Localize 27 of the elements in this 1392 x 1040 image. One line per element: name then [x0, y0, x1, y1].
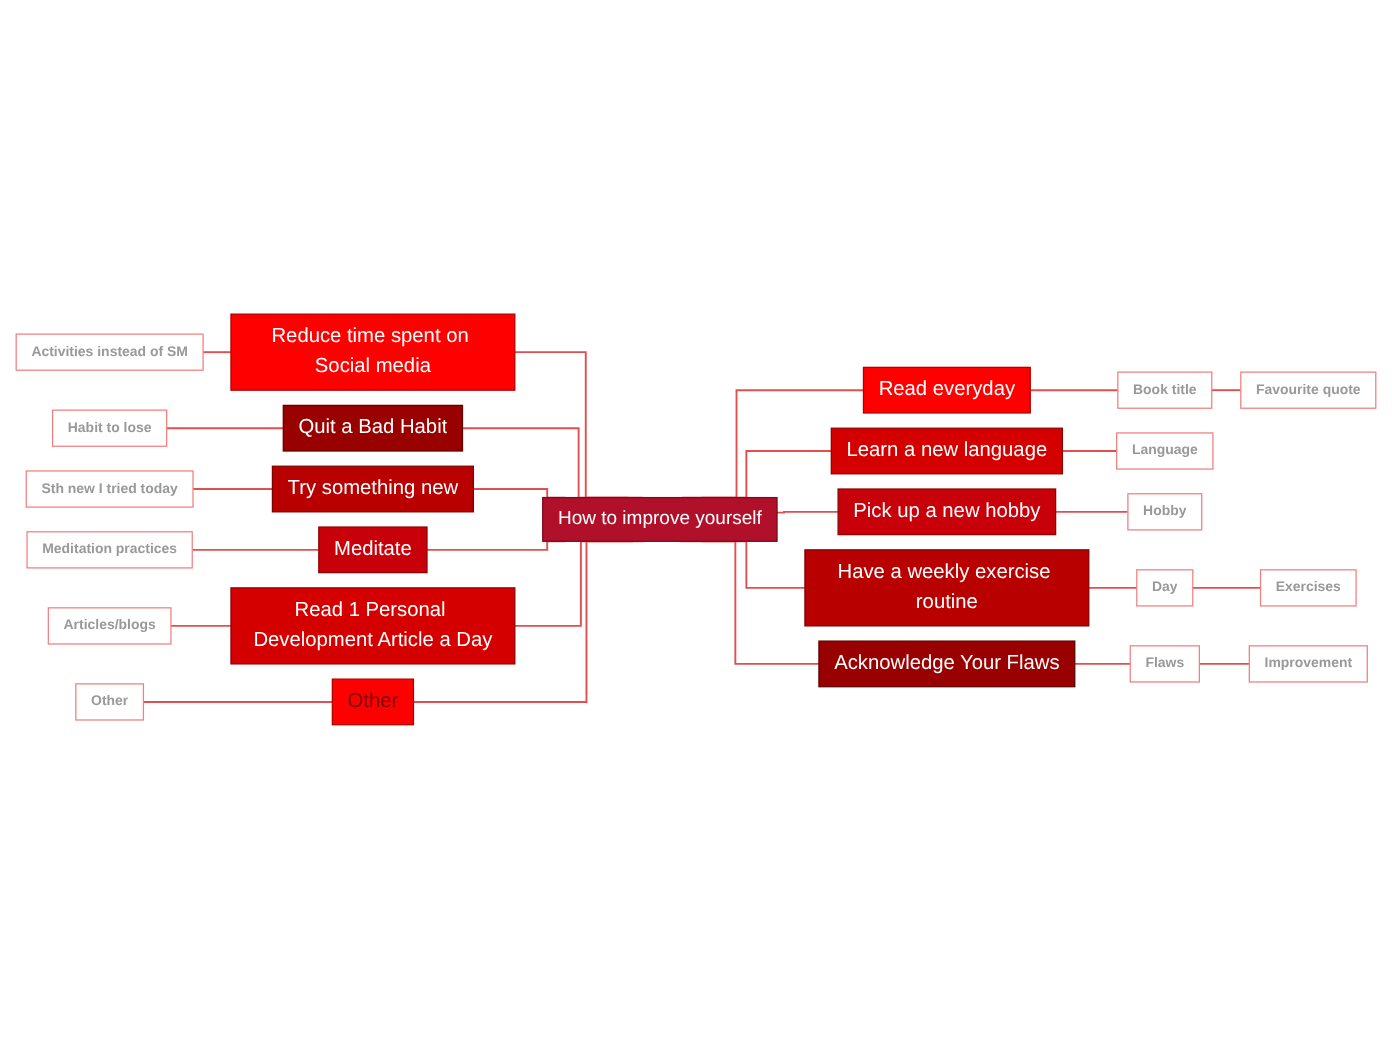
node-box: How to improve yourself: [542, 497, 778, 543]
connector: [1191, 587, 1262, 590]
connector: [202, 351, 232, 354]
connector: [192, 488, 274, 491]
node-box: Quit a Bad Habit: [282, 405, 464, 453]
node-box: Learn a new language: [830, 428, 1064, 475]
connector: [1210, 389, 1242, 392]
connector: [1054, 511, 1129, 514]
node-box: Read everyday: [862, 367, 1031, 415]
node-box: Read 1 Personal Development Article a Day: [230, 587, 516, 666]
node-box: Other: [331, 679, 415, 726]
connector: [170, 625, 232, 628]
connector: [776, 511, 840, 515]
connector: [1073, 663, 1132, 666]
connector: [1087, 587, 1138, 590]
node-box: Meditate: [318, 526, 428, 574]
connector: [1029, 389, 1119, 392]
connector: [1061, 450, 1118, 453]
node-box: Reduce time spent on Social media: [230, 314, 516, 392]
node-box: Have a weekly exercise routine: [804, 549, 1090, 628]
node-box: Try something new: [271, 466, 474, 514]
node-box: Acknowledge Your Flaws: [818, 641, 1076, 688]
connector: [142, 701, 334, 704]
connector: [1198, 663, 1251, 666]
connector: [191, 549, 320, 552]
connector: [165, 427, 285, 430]
node-box: Pick up a new hobby: [837, 488, 1057, 536]
